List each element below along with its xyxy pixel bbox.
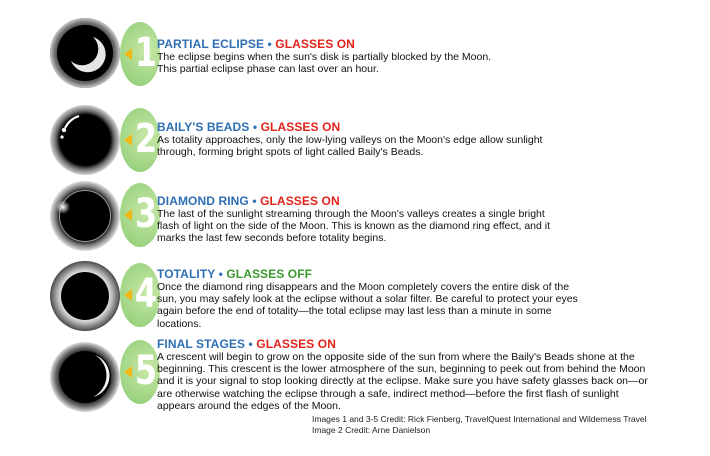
glasses-status: GLASSES ON (260, 194, 340, 208)
phase-text-block: TOTALITY • GLASSES OFF Once the diamond … (157, 267, 697, 330)
separator: • (218, 267, 223, 281)
glasses-status: GLASSES ON (275, 37, 355, 51)
phase-heading: DIAMOND RING • GLASSES ON (157, 194, 697, 208)
phase-heading: FINAL STAGES • GLASSES ON (157, 337, 697, 351)
diamond-ring-image (49, 180, 121, 252)
phase-description: The last of the sunlight streaming throu… (157, 208, 551, 245)
arrow-icon (124, 289, 132, 301)
partial-eclipse-image (49, 17, 121, 89)
credit-line: Images 1 and 3-5 Credit: Rick Fienberg, … (312, 414, 647, 424)
phase-text-block: DIAMOND RING • GLASSES ON The last of th… (157, 194, 697, 245)
phase-number: 1 (134, 30, 158, 76)
arrow-icon (124, 48, 132, 60)
phase-number: 3 (134, 191, 158, 237)
phase-number: 4 (134, 271, 158, 317)
glasses-status: GLASSES ON (260, 120, 341, 134)
glasses-status: GLASSES ON (256, 337, 336, 351)
phase-number-badge: 3 (120, 183, 160, 247)
phase-text-block: BAILY'S BEADS • GLASSES ON As totality a… (157, 120, 697, 158)
phase-heading: TOTALITY • GLASSES OFF (157, 267, 697, 281)
phase-description: The eclipse begins when the sun's disk i… (157, 51, 492, 76)
phase-title: TOTALITY (157, 267, 216, 281)
separator: • (252, 194, 257, 208)
phase-heading: BAILY'S BEADS • GLASSES ON (157, 120, 697, 134)
phase-description: As totality approaches, only the low-lyi… (157, 134, 543, 159)
phase-title: BAILY'S BEADS (157, 120, 250, 134)
separator: • (248, 337, 253, 351)
phase-title: PARTIAL ECLIPSE (157, 37, 265, 51)
phase-title: DIAMOND RING (157, 194, 249, 208)
arrow-icon (124, 134, 132, 146)
phase-number: 5 (134, 348, 158, 394)
arrow-icon (124, 366, 132, 378)
phase-title: FINAL STAGES (157, 337, 246, 351)
phase-text-block: PARTIAL ECLIPSE • GLASSES ON The eclipse… (157, 37, 697, 75)
final-stages-image (49, 341, 121, 413)
phase-text-block: FINAL STAGES • GLASSES ON A crescent wil… (157, 337, 697, 412)
phase-description: Once the diamond ring disappears and the… (157, 281, 578, 330)
phase-description: A crescent will begin to grow on the opp… (157, 351, 648, 412)
image-credits: Images 1 and 3-5 Credit: Rick Fienberg, … (312, 414, 672, 435)
phase-heading: PARTIAL ECLIPSE • GLASSES ON (157, 37, 697, 51)
glasses-status: GLASSES OFF (226, 267, 313, 281)
credit-line: Image 2 Credit: Arne Danielson (312, 424, 431, 435)
phase-number: 2 (134, 116, 158, 162)
bailys-beads-image (49, 104, 121, 176)
phase-number-badge: 5 (120, 340, 160, 404)
separator: • (267, 37, 272, 51)
phase-number-badge: 2 (120, 108, 160, 172)
separator: • (252, 120, 258, 134)
totality-image (49, 260, 121, 332)
phase-number-badge: 1 (120, 22, 160, 86)
phase-number-badge: 4 (120, 263, 160, 327)
arrow-icon (124, 209, 132, 221)
